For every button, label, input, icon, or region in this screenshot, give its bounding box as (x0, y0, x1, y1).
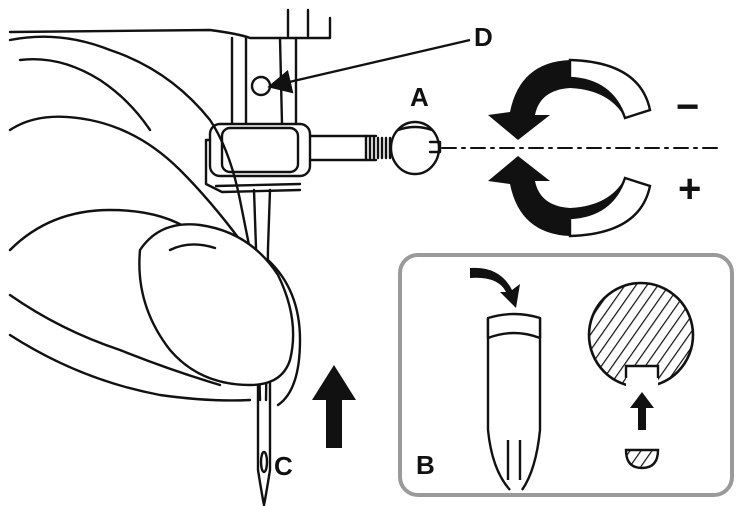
section-up-arrow (630, 392, 654, 430)
label-a: A (410, 82, 429, 112)
label-b: B (416, 450, 435, 480)
clamp-screw-slot (428, 140, 442, 154)
thread-guide (204, 138, 302, 194)
thumbnail (168, 243, 217, 252)
flat-side-arrow (470, 267, 520, 308)
needle-clamp-inner (220, 126, 300, 174)
finger-lower (8, 293, 222, 387)
hand-bottom (8, 333, 252, 402)
arrow-plus-band (568, 176, 652, 238)
inset-needle-side (486, 312, 542, 491)
hand-upper-outline (8, 35, 254, 262)
thumb (138, 223, 295, 387)
pointer-to-d (267, 38, 471, 94)
label-c: C (274, 451, 293, 481)
finger-back (266, 258, 302, 407)
clamp-screw-head-top (396, 125, 434, 132)
arrow-minus-band (568, 58, 652, 120)
section-half-piece (624, 448, 660, 470)
clamp-screw-thread (364, 134, 392, 162)
needle-bar-top (286, 8, 310, 38)
shank-flat-top (486, 312, 542, 340)
inset-panel-b (398, 253, 734, 497)
finger-index (8, 115, 242, 242)
shank-outline (486, 318, 542, 491)
finger-middle (8, 208, 192, 252)
up-arrow (312, 365, 356, 448)
label-minus: − (676, 85, 699, 129)
needle-clamp (208, 122, 312, 178)
needle-bar-hole (250, 75, 272, 97)
rotation-arrows (488, 58, 652, 238)
needle-blade (256, 378, 272, 506)
machine-illustration (8, 8, 719, 506)
finger-crease-1 (18, 58, 152, 132)
label-d: D (474, 22, 493, 52)
needle-eye (259, 450, 269, 474)
shank-groove (506, 440, 522, 480)
machine-body-edge (8, 16, 332, 40)
needle-bar (230, 36, 248, 130)
thread-guide-bar (214, 182, 302, 188)
label-plus: + (678, 167, 701, 211)
